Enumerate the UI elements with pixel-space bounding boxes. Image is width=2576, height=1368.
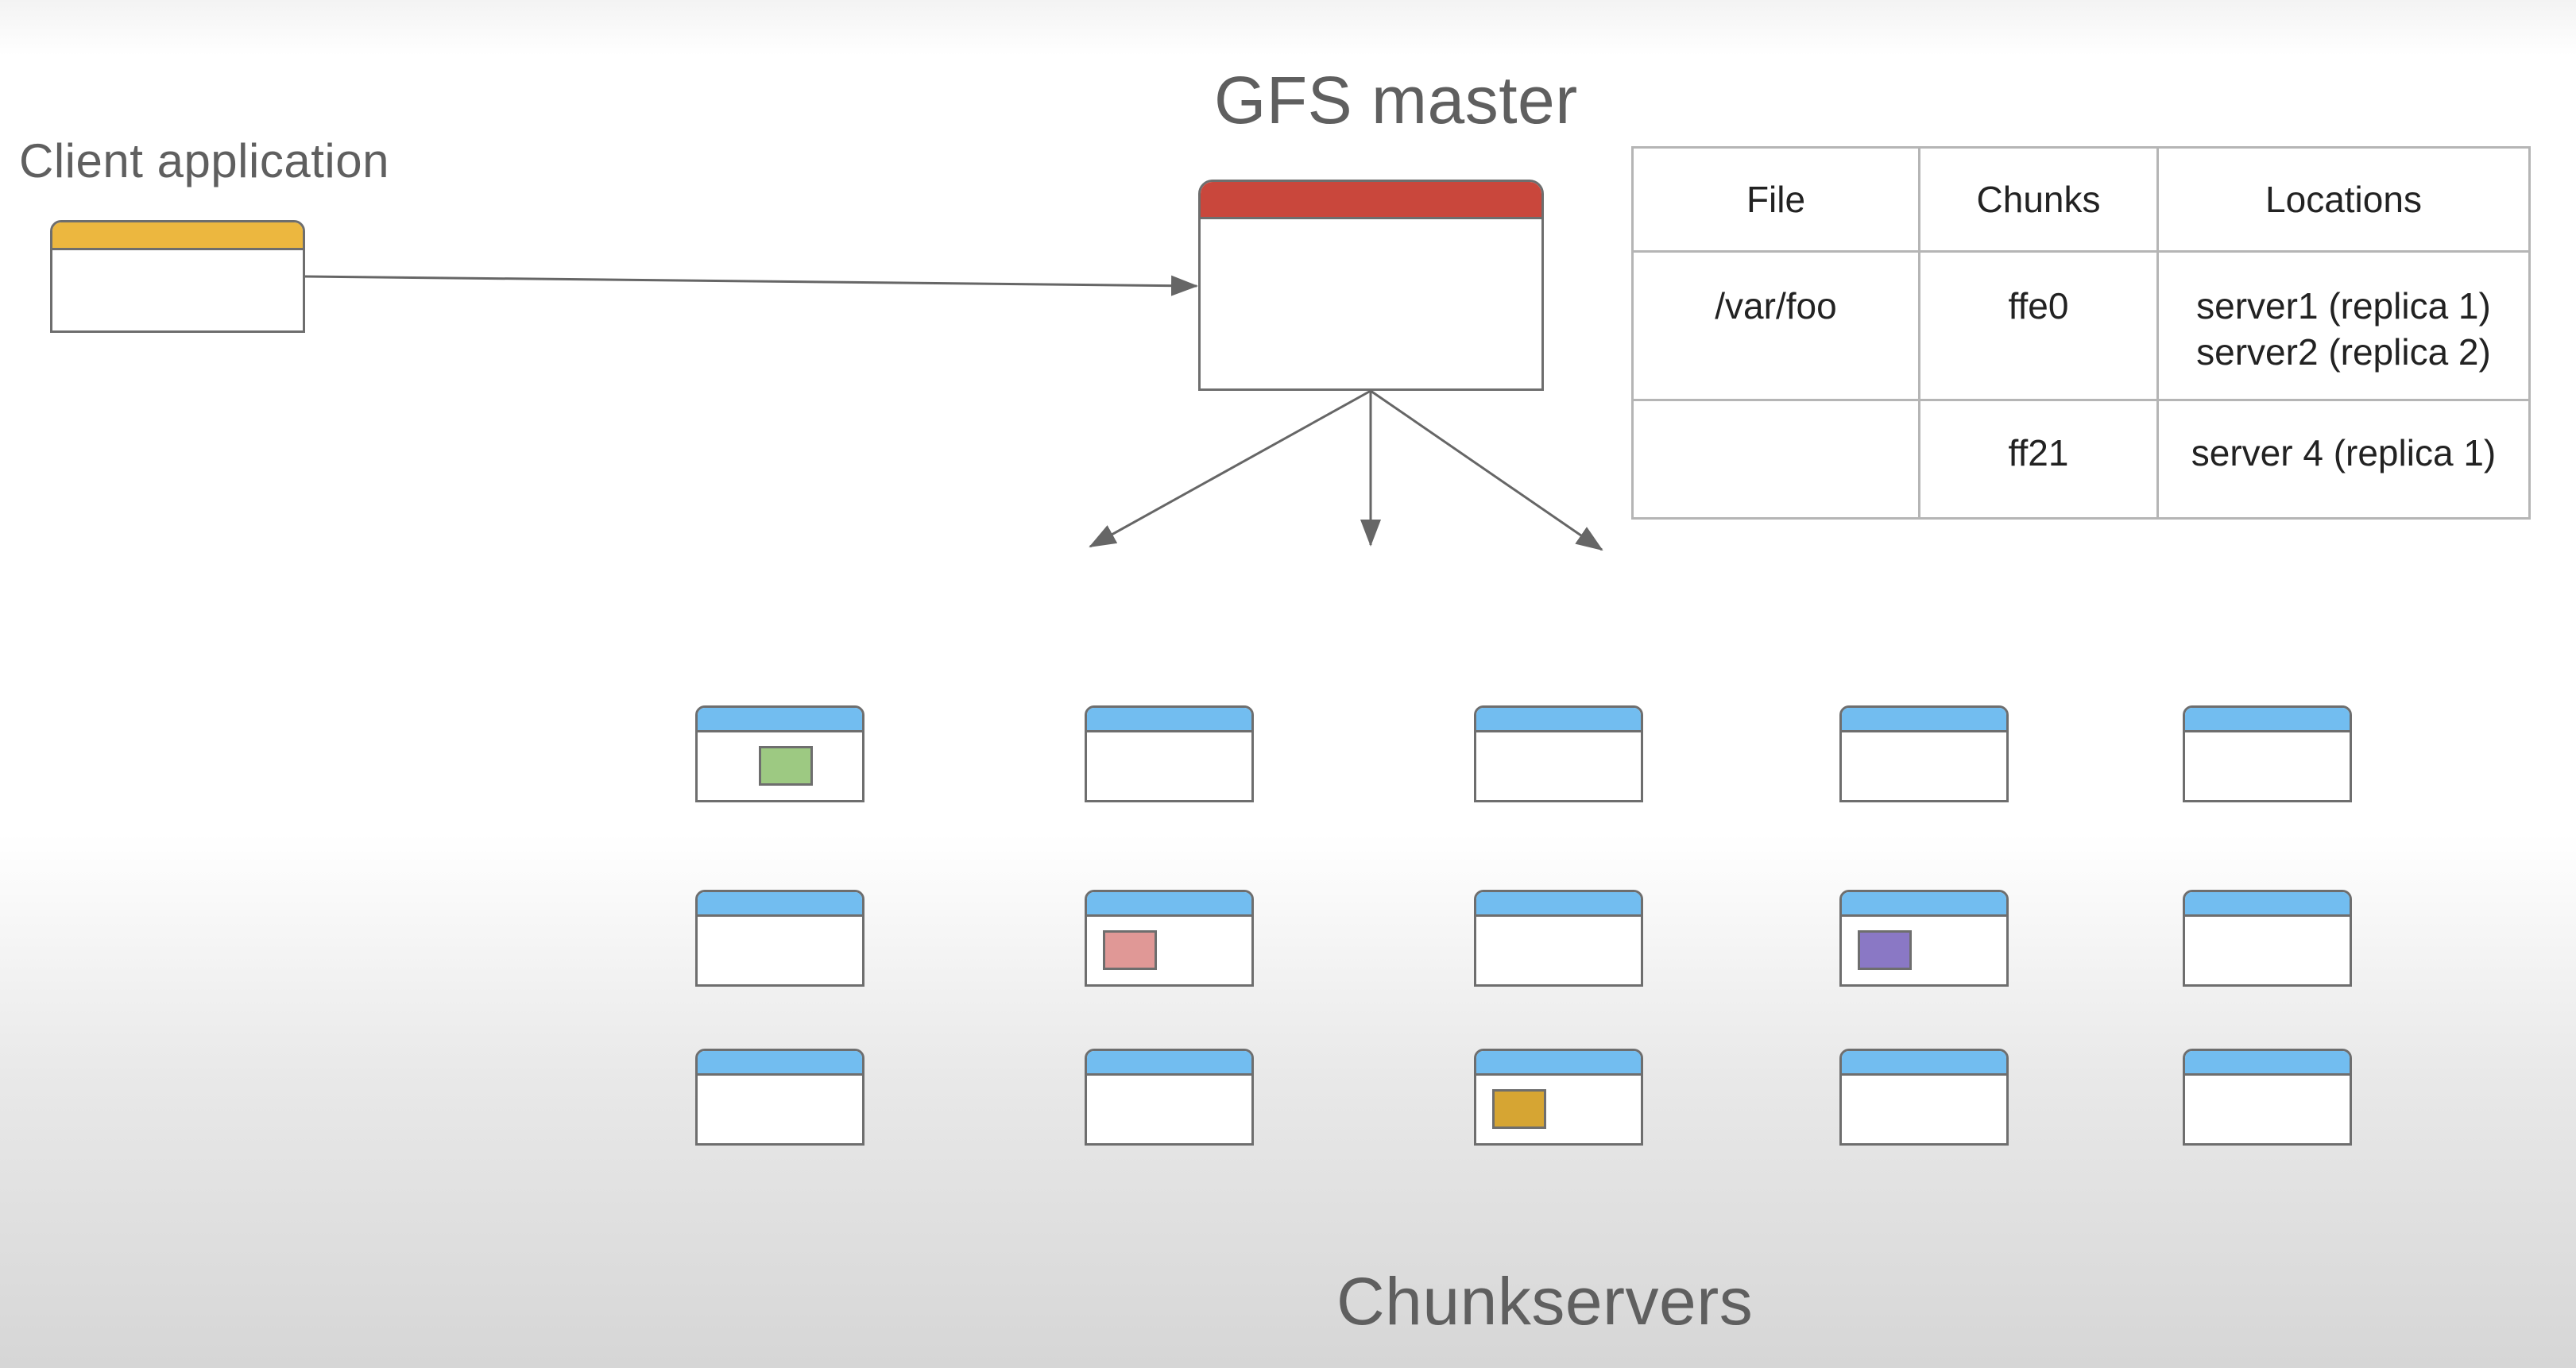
- chunk-block-gold: [1492, 1089, 1546, 1129]
- chunkserver-window: [1839, 705, 2009, 802]
- chunkserver-window: [695, 1049, 864, 1146]
- chunkserver-titlebar: [1087, 1051, 1251, 1076]
- chunk-cell: ff21: [1918, 399, 2159, 520]
- chunkserver-titlebar: [1087, 708, 1251, 732]
- chunkserver-window: [695, 890, 864, 987]
- chunkserver-window: [1474, 705, 1643, 802]
- gfs-master-window: [1198, 180, 1544, 391]
- table-row: ff21 server 4 (replica 1): [1631, 399, 2531, 520]
- locations-cell: server1 (replica 1) server2 (replica 2): [2156, 250, 2531, 401]
- locations-header: Locations: [2156, 146, 2531, 253]
- chunkserver-window: [1839, 1049, 2009, 1146]
- gfs-master-label: GFS master: [1214, 63, 1578, 137]
- chunkserver-window: [1085, 1049, 1254, 1146]
- client-to-master-arrow: [304, 275, 1198, 296]
- client-window-titlebar: [52, 222, 303, 250]
- chunkserver-window: [1474, 890, 1643, 987]
- master-window-titlebar: [1201, 182, 1541, 219]
- master-to-right-arrow: [1370, 389, 1603, 551]
- chunk-block-purple: [1858, 930, 1912, 970]
- file-cell: /var/foo: [1631, 250, 1920, 401]
- chunkserver-titlebar: [1476, 708, 1641, 732]
- chunkserver-titlebar: [1842, 708, 2006, 732]
- client-application-label: Client application: [19, 134, 389, 187]
- chunkserver-titlebar: [698, 1051, 862, 1076]
- file-cell: [1631, 399, 1920, 520]
- chunkserver-window: [1085, 705, 1254, 802]
- location-entry: server1 (replica 1): [2196, 285, 2491, 327]
- chunk-location-table: File Chunks Locations /var/foo ffe0 serv…: [1631, 146, 2531, 520]
- chunkserver-window: [1085, 890, 1254, 987]
- chunkserver-window: [1839, 890, 2009, 987]
- chunkserver-titlebar: [698, 892, 862, 917]
- locations-cell: server 4 (replica 1): [2156, 399, 2531, 520]
- chunkserver-window: [2183, 890, 2352, 987]
- chunk-block-pink: [1103, 930, 1157, 970]
- table-header-row: File Chunks Locations: [1631, 146, 2531, 253]
- chunkserver-titlebar: [2185, 708, 2350, 732]
- chunkserver-titlebar: [2185, 892, 2350, 917]
- chunk-cell: ffe0: [1918, 250, 2159, 401]
- chunkserver-titlebar: [698, 708, 862, 732]
- chunkserver-titlebar: [2185, 1051, 2350, 1076]
- chunkserver-titlebar: [1842, 1051, 2006, 1076]
- table-row: /var/foo ffe0 server1 (replica 1) server…: [1631, 250, 2531, 401]
- chunkserver-titlebar: [1476, 892, 1641, 917]
- chunkserver-window: [695, 705, 864, 802]
- chunkserver-titlebar: [1476, 1051, 1641, 1076]
- client-application-window: [50, 220, 305, 333]
- chunkserver-window: [1474, 1049, 1643, 1146]
- chunkserver-titlebar: [1842, 892, 2006, 917]
- location-entry: server2 (replica 2): [2196, 331, 2491, 373]
- master-to-left-arrow: [1089, 389, 1371, 548]
- file-header: File: [1631, 146, 1920, 253]
- chunk-block-green: [759, 746, 813, 786]
- chunkserver-window: [2183, 1049, 2352, 1146]
- chunkserver-titlebar: [1087, 892, 1251, 917]
- chunkserver-window: [2183, 705, 2352, 802]
- chunks-header: Chunks: [1918, 146, 2159, 253]
- chunkservers-label: Chunkservers: [1336, 1264, 1754, 1339]
- location-entry: server 4 (replica 1): [2191, 432, 2497, 473]
